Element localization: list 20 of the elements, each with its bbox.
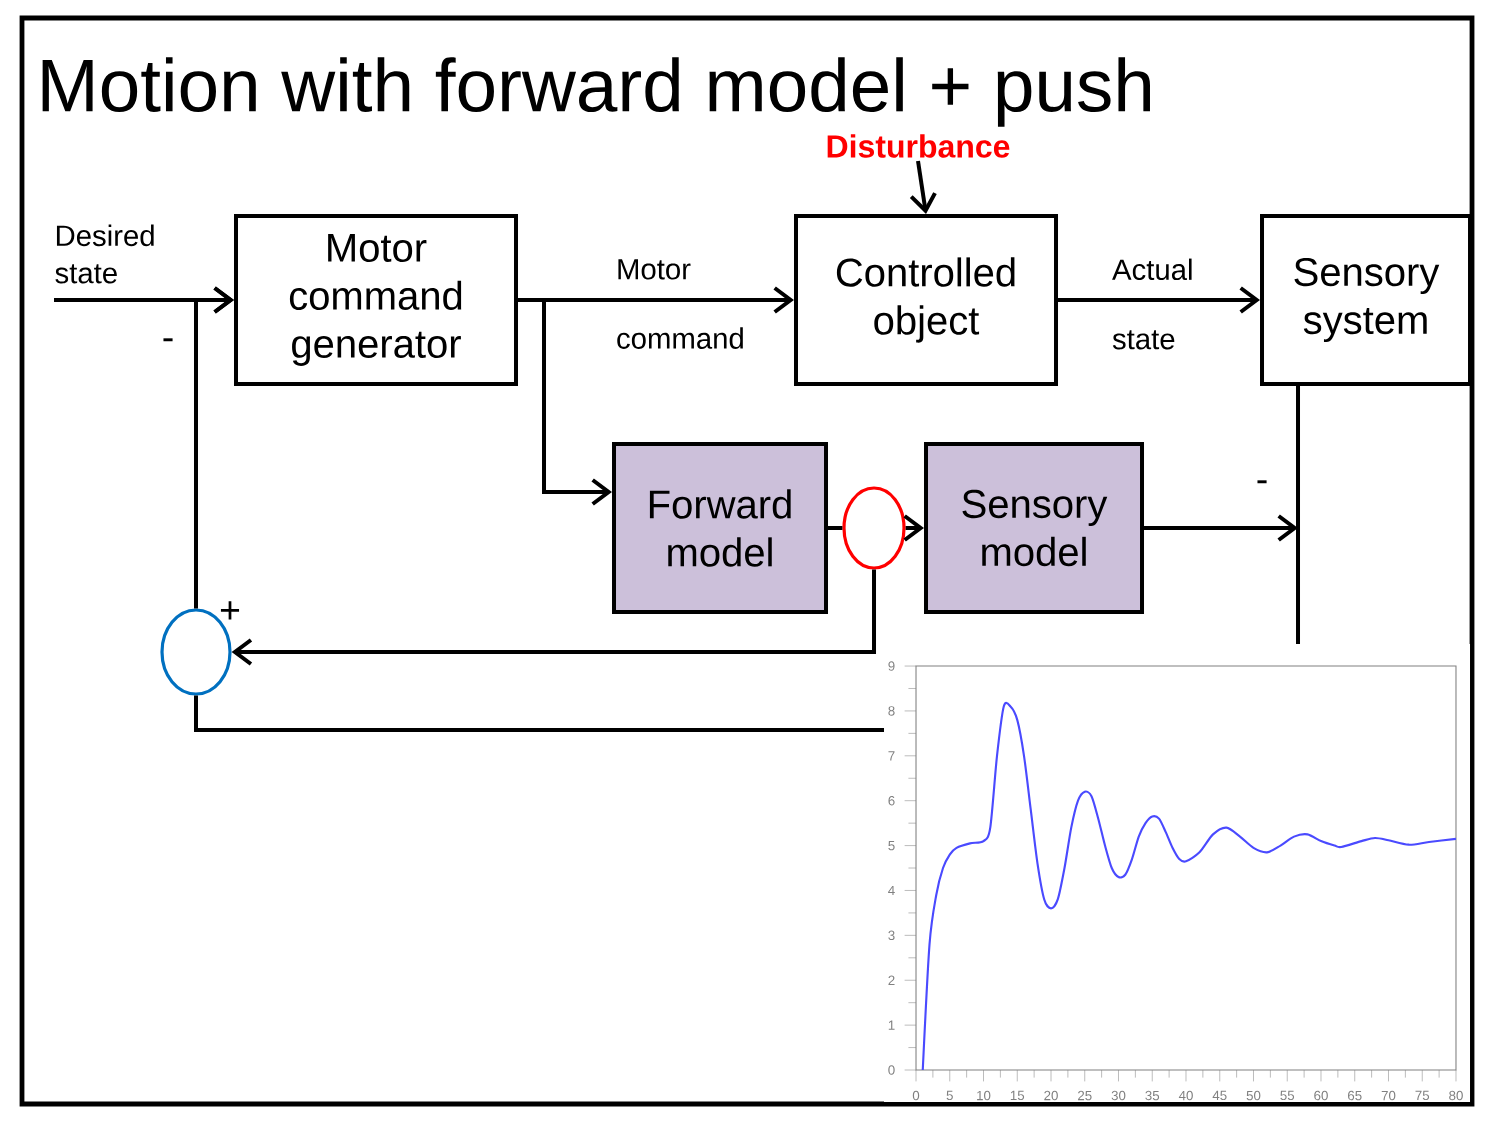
arrow (194, 286, 234, 609)
edge-label: Motor command (617, 259, 743, 349)
arrow (1144, 514, 1298, 542)
edge-label: Actual state (1112, 258, 1192, 350)
slide-title: Motion with forward model + push (42, 57, 1150, 127)
edge-label: Desired state (55, 224, 154, 284)
sign-label: + (220, 601, 240, 620)
junction-circle (842, 486, 906, 570)
process-box: Motor command generator (234, 214, 518, 386)
sign-label: - (163, 338, 173, 342)
sign-label: - (1257, 480, 1267, 484)
arrow (231, 569, 876, 666)
process-box: Controlled object (794, 214, 1058, 386)
model-box: Forward model (612, 442, 828, 614)
model-box: Sensory model (924, 442, 1144, 614)
process-box: Sensory system (1260, 214, 1472, 386)
disturbance-text: Disturbance (827, 134, 1010, 158)
arrow (909, 160, 937, 214)
arrow (1058, 286, 1260, 314)
arrow (518, 298, 612, 506)
